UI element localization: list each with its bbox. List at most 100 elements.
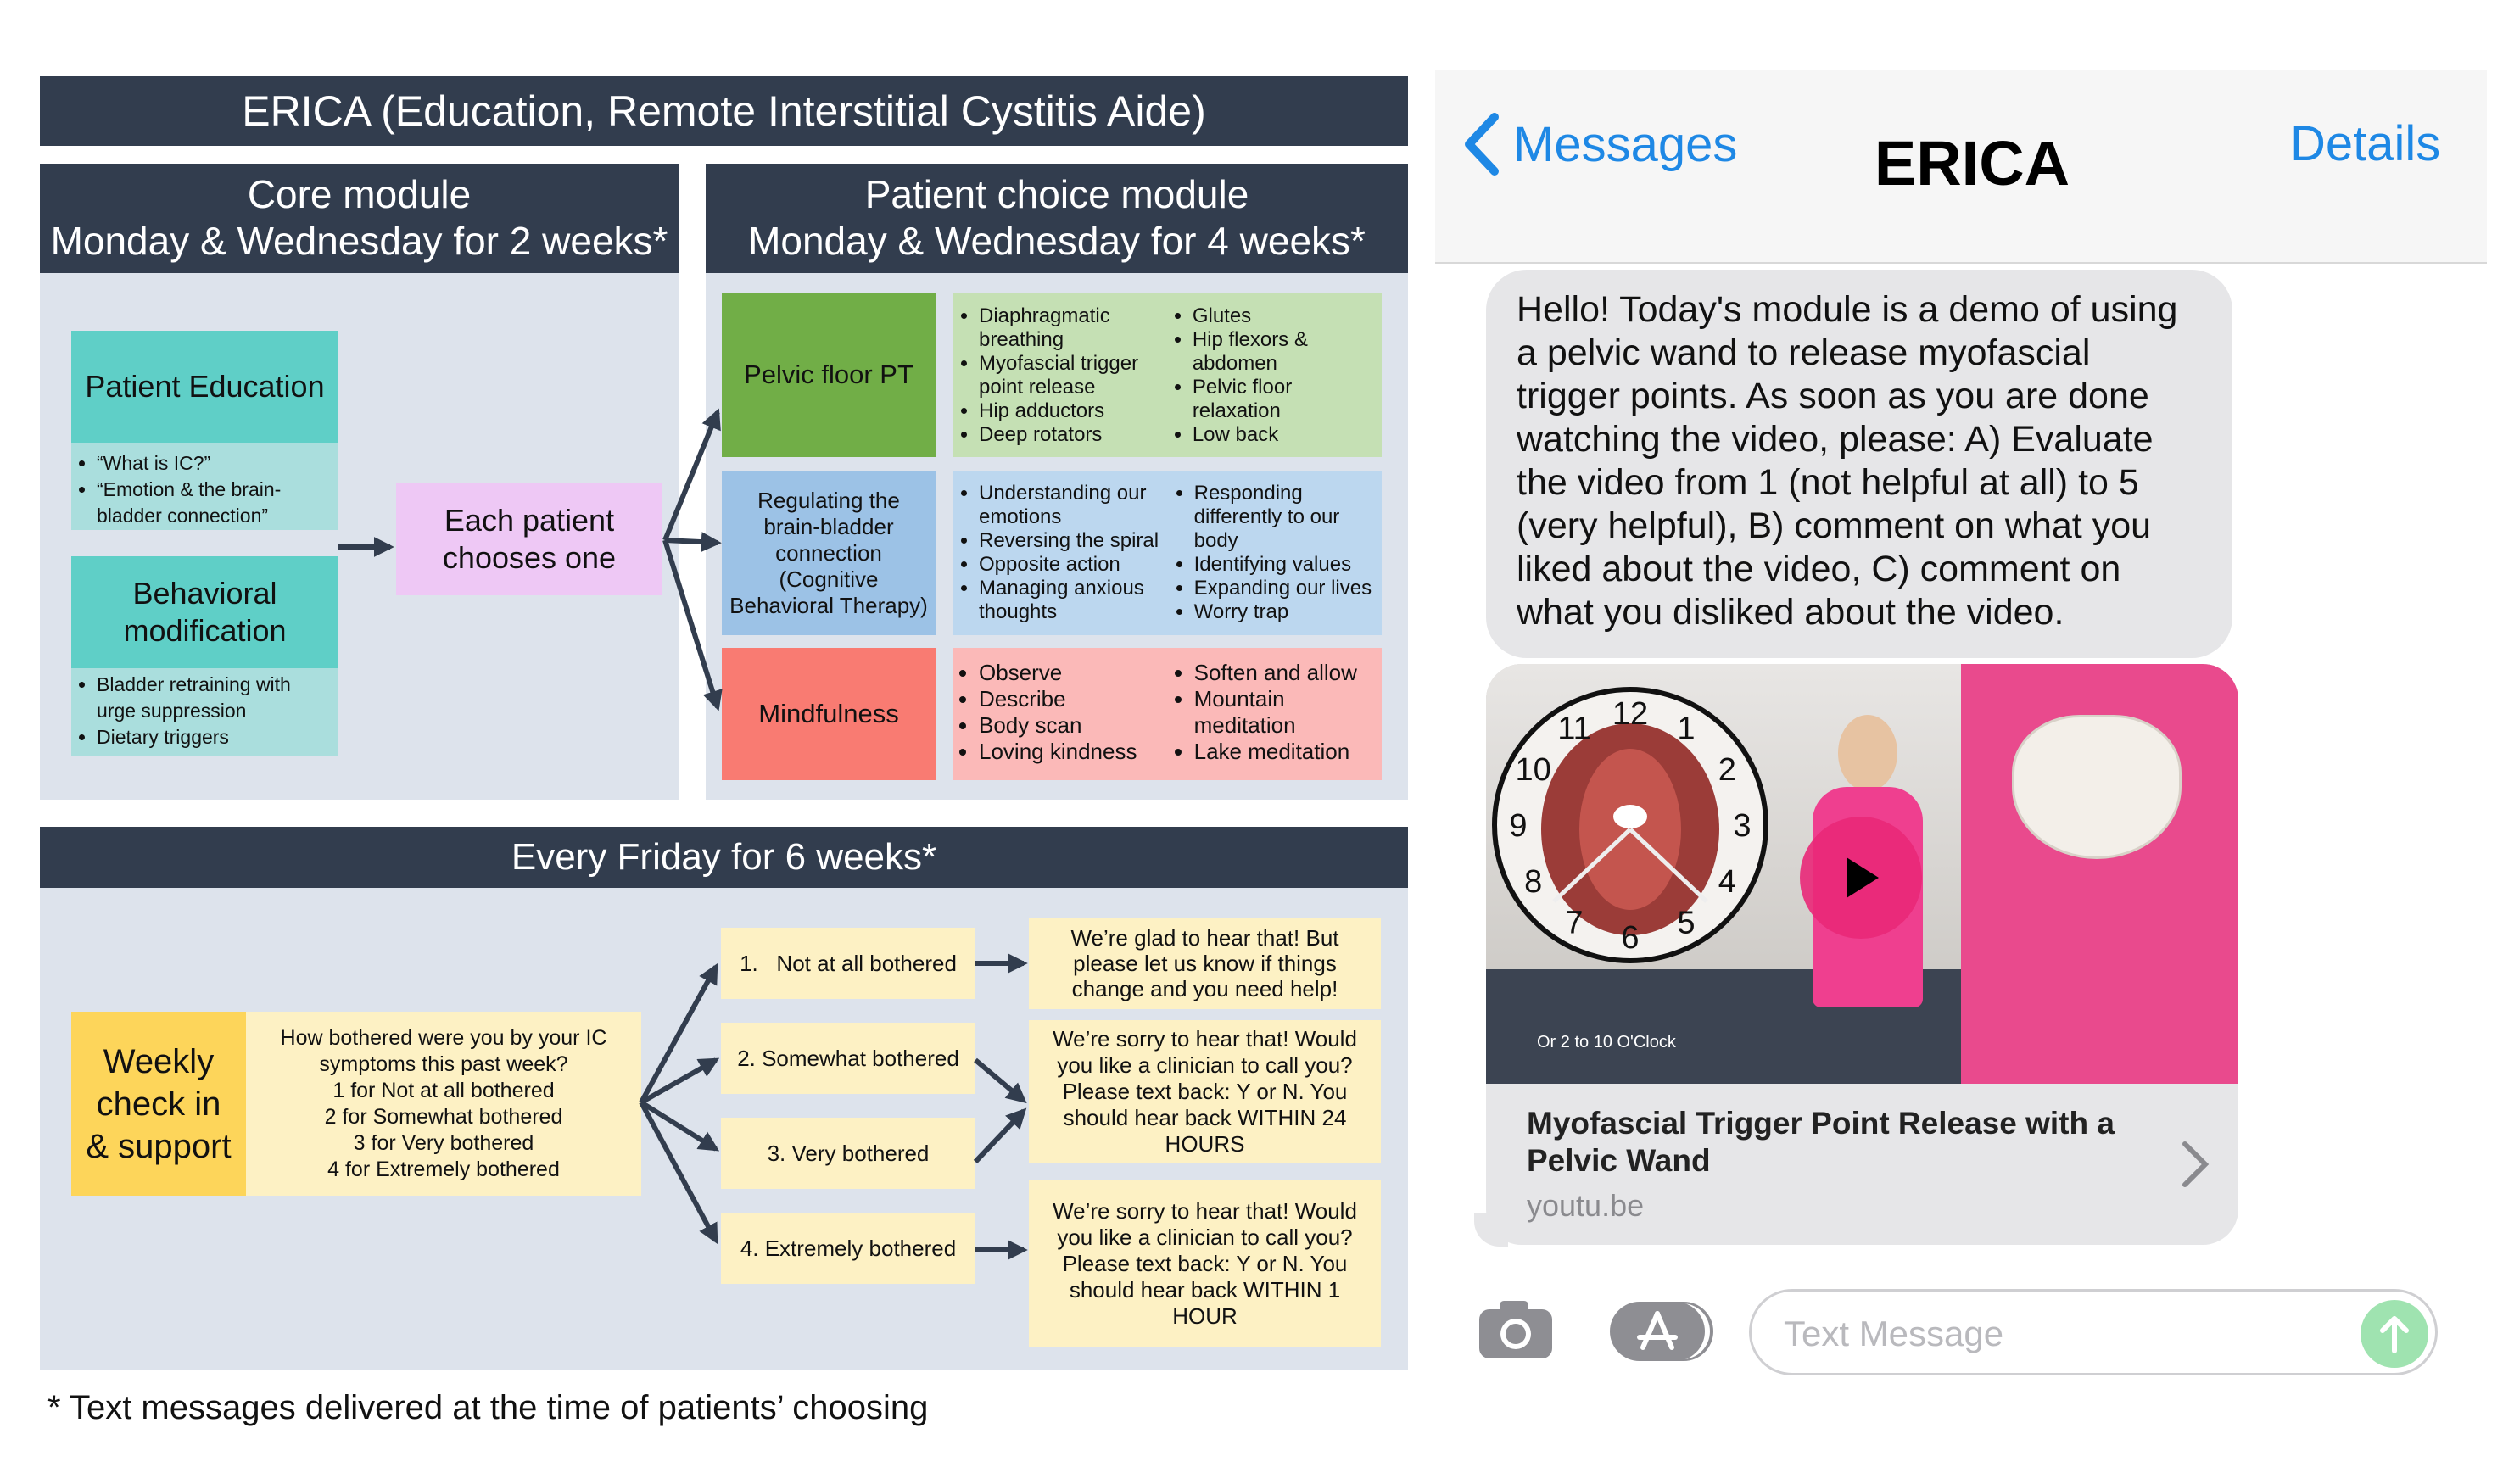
question-scale: 3 for Very bothered	[353, 1130, 534, 1155]
topic-item: Loving kindness	[979, 739, 1169, 765]
arrow-q-to-1	[639, 962, 718, 1104]
cbt-box: Regulating the brain-bladder connection …	[722, 471, 936, 635]
question-scale: 1 for Not at all bothered	[332, 1078, 555, 1102]
clock-number: 12	[1612, 696, 1648, 732]
topic-item: Hip adductors	[979, 399, 1167, 423]
choice-module-title: Patient choice module	[864, 172, 1249, 216]
choice-module-header: Patient choice module Monday & Wednesday…	[706, 164, 1408, 273]
topic-item: Identifying values	[1194, 553, 1377, 577]
clock-number: 3	[1733, 808, 1751, 844]
diagram-arrows	[338, 408, 1028, 1260]
weekly-check-in-box: Weekly check in & support	[71, 1012, 246, 1196]
topic-item: Observe	[979, 660, 1169, 686]
link-title: Myofascial Trigger Point Release with a …	[1527, 1106, 2115, 1178]
clock-number: 1	[1677, 711, 1695, 747]
friday-header: Every Friday for 6 weeks*	[40, 827, 1408, 888]
send-button[interactable]	[2361, 1300, 2428, 1368]
app-store-glyph-icon	[1637, 1311, 1678, 1350]
message-input-placeholder: Text Message	[1784, 1314, 2004, 1353]
patient-education-topics: “What is IC?” “Emotion & the brain-bladd…	[71, 443, 338, 530]
symptom-question-box: How bothered were you by your IC symptom…	[246, 1012, 641, 1196]
pelvic-floor-pt-box: Pelvic floor PT	[722, 293, 936, 457]
option-extremely-bothered: 4. Extremely bothered	[721, 1213, 975, 1284]
clock-number: 6	[1621, 920, 1639, 956]
topic-item: Hip flexors & abdomen	[1193, 328, 1377, 376]
arrow-to-pelvic	[662, 408, 721, 542]
patient-education-box: Patient Education	[71, 331, 338, 443]
topic-item: Pelvic floor relaxation	[1193, 376, 1377, 423]
mindfulness-topics: Observe Describe Body scan Loving kindne…	[953, 648, 1382, 780]
response-1-hour: We’re sorry to hear that! Would you like…	[1029, 1180, 1381, 1347]
link-domain: youtu.be	[1527, 1188, 1645, 1223]
question-text: How bothered were you by your IC symptom…	[280, 1025, 607, 1076]
patient-education-topic: “What is IC?”	[97, 450, 330, 477]
topic-item: Soften and allow	[1194, 660, 1377, 686]
play-button[interactable]	[1800, 817, 1922, 939]
topic-item: Reversing the spiral	[979, 529, 1169, 553]
behavioral-modification-topics: Bladder retraining with urge suppression…	[71, 668, 338, 756]
topic-item: Lake meditation	[1194, 739, 1377, 765]
arrow-up-icon	[2380, 1316, 2409, 1353]
core-module-schedule: Monday & Wednesday for 2 weeks*	[50, 219, 668, 263]
pelvic-floor-pt-topics: Diaphragmatic breathing Myofascial trigg…	[953, 293, 1382, 457]
pelvis-model	[2012, 715, 2182, 859]
message-input[interactable]: Text Message	[1749, 1289, 2438, 1375]
behavioral-topic: Dietary triggers	[97, 724, 332, 750]
core-module-title: Core module	[247, 172, 472, 216]
arrow-2-to-24h	[974, 1057, 1027, 1104]
contact-name: ERICA	[1874, 128, 2070, 198]
topic-item: Worry trap	[1194, 600, 1377, 624]
topic-item: Expanding our lives	[1194, 577, 1377, 600]
topic-item: Opposite action	[979, 553, 1169, 577]
topic-item: Managing anxious thoughts	[979, 577, 1169, 624]
footnote: * Text messages delivered at the time of…	[47, 1389, 929, 1426]
clock-number: 11	[1557, 711, 1590, 747]
arrow-to-mindfulness	[662, 539, 723, 711]
choice-module-schedule: Monday & Wednesday for 4 weeks*	[748, 219, 1366, 263]
camera-icon[interactable]	[1476, 1297, 1556, 1362]
option-very-bothered: 3. Very bothered	[721, 1118, 975, 1189]
arrow-q-to-2	[640, 1057, 720, 1105]
topic-item: Understanding our emotions	[979, 482, 1169, 529]
clock-number: 2	[1718, 752, 1736, 788]
core-module-header: Core module Monday & Wednesday for 2 wee…	[40, 164, 679, 273]
bubble-tail	[1474, 1213, 1508, 1247]
message-bubble: Hello! Today's module is a demo of using…	[1486, 270, 2232, 658]
question-scale: 2 for Somewhat bothered	[324, 1104, 563, 1129]
each-patient-chooses-box: Each patient chooses one	[396, 483, 662, 595]
arrow-q-to-3	[640, 1100, 720, 1152]
behavioral-topic: Bladder retraining with urge suppression	[97, 672, 332, 724]
option-not-bothered: 1. Not at all bothered	[721, 928, 975, 999]
response-24-hours: We’re sorry to hear that! Would you like…	[1029, 1020, 1381, 1163]
play-icon	[1847, 857, 1879, 898]
question-scale: 4 for Extremely bothered	[327, 1157, 560, 1181]
clock-number: 10	[1516, 752, 1551, 788]
behavioral-modification-box: Behavioral modification	[71, 556, 338, 668]
clock-number: 4	[1718, 864, 1736, 900]
messages-nav-bar	[1435, 70, 2487, 264]
response-glad: We’re glad to hear that! But please let …	[1029, 918, 1381, 1009]
app-store-icon[interactable]	[1610, 1302, 1705, 1361]
mindfulness-box: Mindfulness	[722, 648, 936, 780]
option-somewhat-bothered: 2. Somewhat bothered	[721, 1023, 975, 1094]
chevron-right-icon	[2182, 1141, 2210, 1187]
clock-number: 8	[1524, 864, 1542, 900]
topic-item: Deep rotators	[979, 423, 1167, 447]
topic-item: Glutes	[1193, 304, 1377, 328]
arrow-q-to-4	[639, 1101, 718, 1245]
topic-item: Myofascial trigger point release	[979, 352, 1167, 399]
clock-number: 9	[1509, 808, 1527, 844]
chevron-left-icon	[1465, 113, 1499, 176]
back-label: Messages	[1513, 116, 1738, 172]
details-button[interactable]: Details	[2290, 116, 2441, 171]
topic-item: Responding differently to our body	[1194, 482, 1377, 553]
arrow-3-to-24h	[973, 1107, 1027, 1164]
back-button[interactable]: Messages	[1461, 110, 1737, 178]
patient-education-topic: “Emotion & the brain-bladder connection”	[97, 477, 330, 529]
arrow-to-cbt	[664, 532, 722, 553]
clock-number: 5	[1677, 905, 1695, 940]
topic-item: Diaphragmatic breathing	[979, 304, 1167, 352]
